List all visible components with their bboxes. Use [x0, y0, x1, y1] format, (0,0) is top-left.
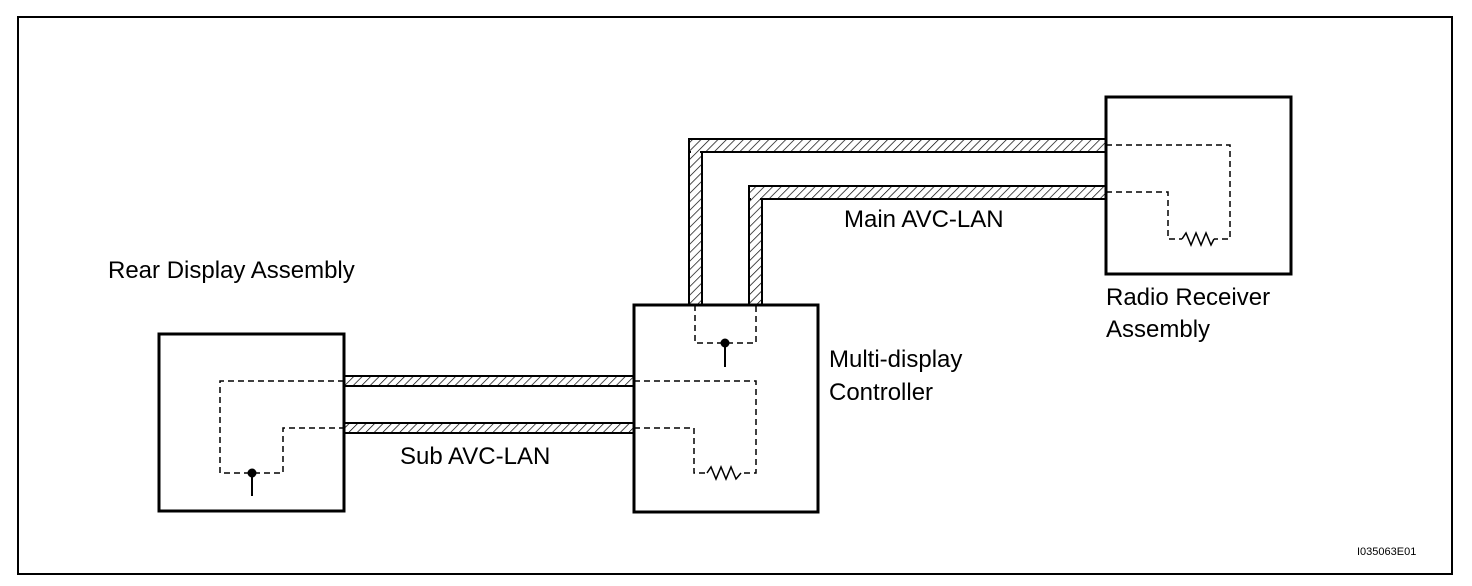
radio-receiver-label-line1: Radio Receiver: [1106, 284, 1271, 311]
radio-receiver-box: [1104, 95, 1293, 276]
controller-internal-wire-outer: [634, 380, 757, 474]
radio-receiver-resistor-icon: [1181, 231, 1215, 247]
radio-receiver-internal-wire-inner: [1106, 191, 1182, 240]
main-avc-lan-label: Main AVC-LAN: [844, 206, 1004, 233]
main-avc-lan-cable-outer: [688, 138, 1107, 306]
rear-display-label: Rear Display Assembly: [108, 257, 355, 284]
sub-avc-lan-label: Sub AVC-LAN: [400, 443, 551, 470]
controller-junction-icon: [720, 338, 730, 367]
sub-avc-lan-cable-lower: [343, 422, 635, 434]
multi-display-label-line1: Multi-display: [829, 346, 963, 373]
rear-display-junction-icon: [247, 468, 257, 496]
controller-resistor-icon: [706, 465, 742, 481]
figure-frame: [17, 16, 1453, 575]
multi-display-label-line2: Controller: [829, 379, 934, 406]
radio-receiver-label-line2: Assembly: [1106, 316, 1211, 343]
sub-avc-lan-cable-upper: [343, 375, 635, 387]
rear-display-internal-wire-outer: [219, 380, 344, 474]
controller-internal-wire-inner: [634, 427, 707, 474]
radio-receiver-internal-wire-outer: [1106, 144, 1231, 240]
figure-code: I035063E01: [1357, 546, 1417, 558]
